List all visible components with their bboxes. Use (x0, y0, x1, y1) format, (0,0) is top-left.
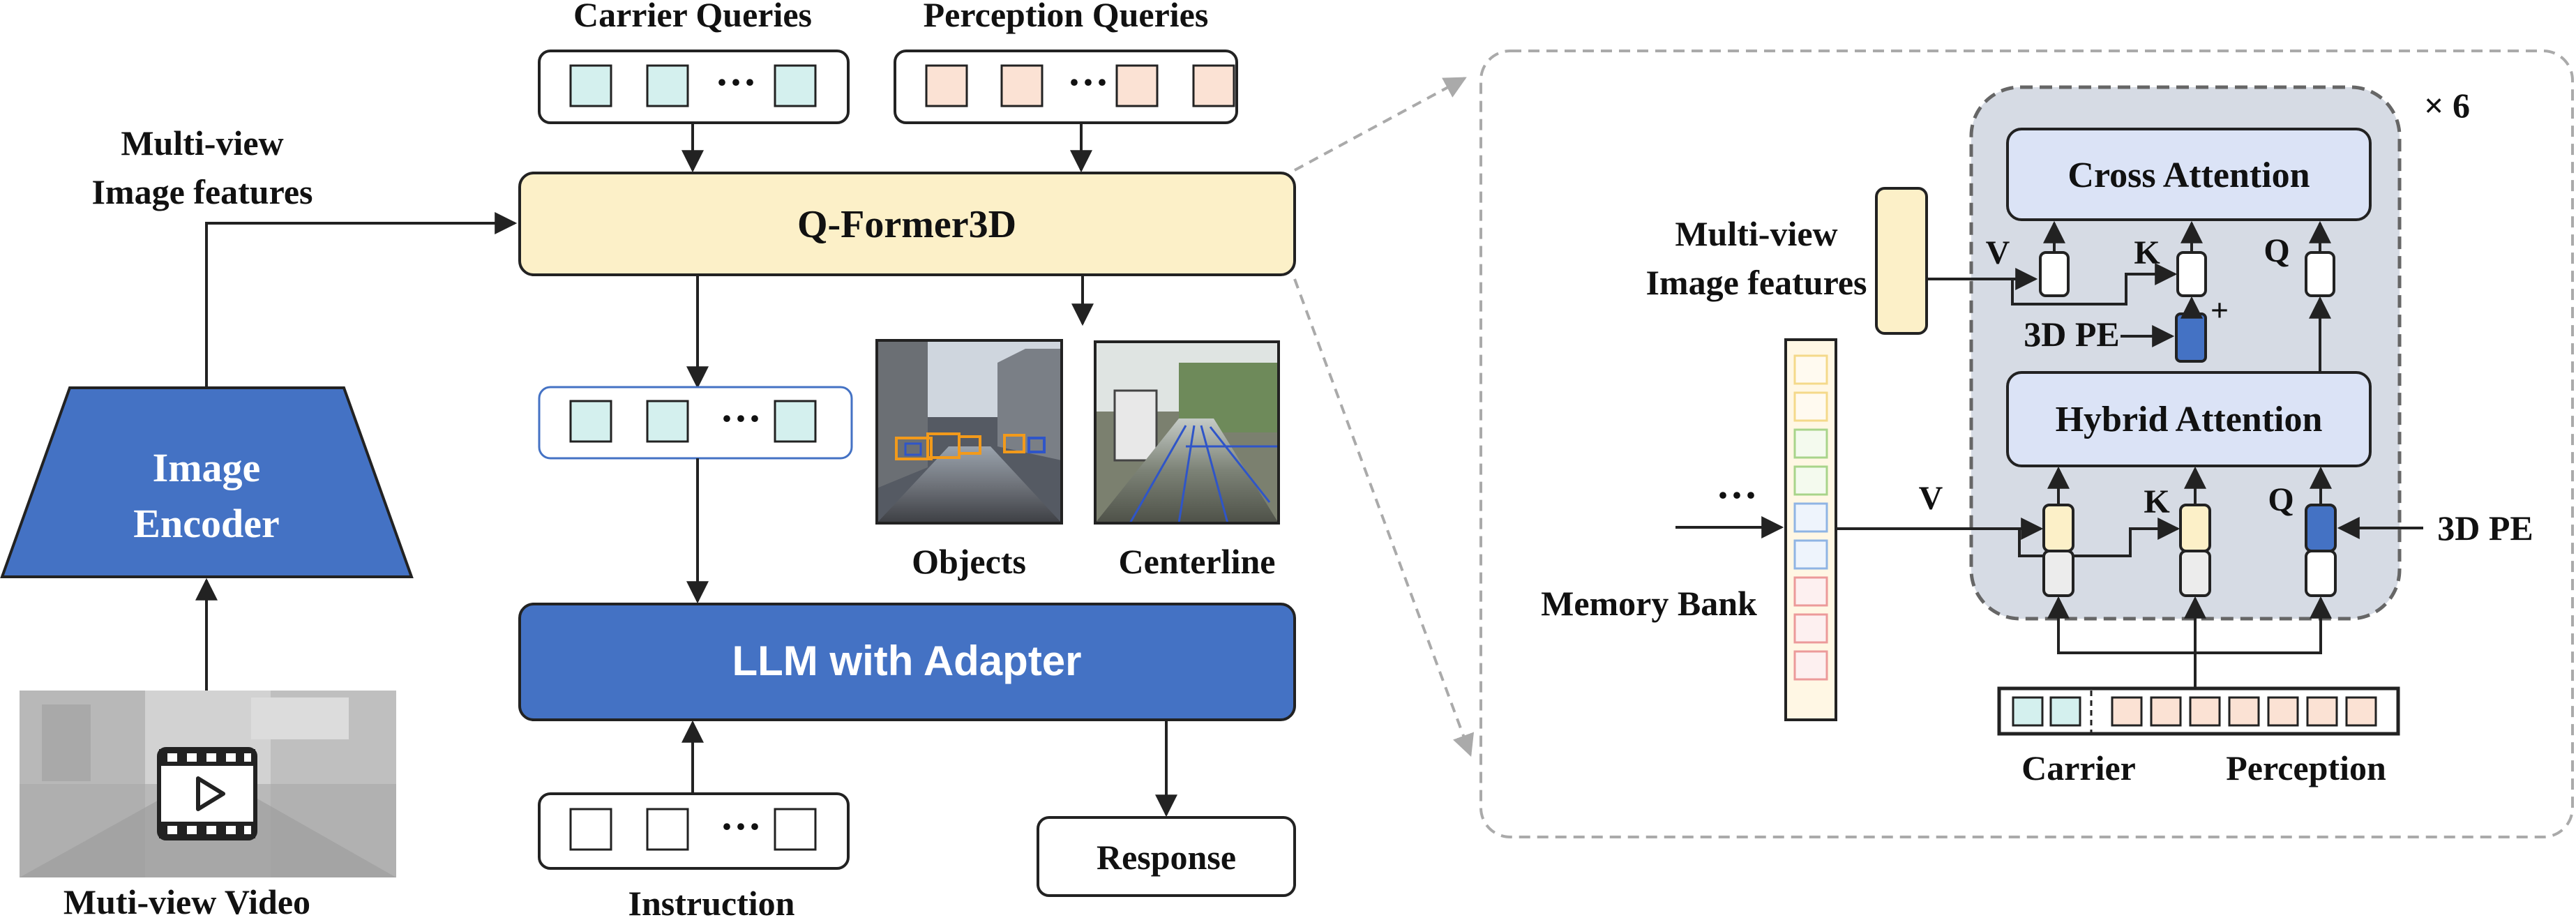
carrier-query-token (774, 64, 817, 107)
carrier-query-token (569, 400, 612, 443)
instruction-token (774, 808, 817, 851)
key-token (2176, 251, 2207, 297)
ellipsis: ··· (715, 59, 757, 105)
perception-query-token (2267, 696, 2299, 727)
image-features-token (1875, 187, 1928, 335)
perception-query-token (925, 64, 968, 107)
arrow (2018, 518, 2180, 557)
repeat-label: × 6 (2424, 86, 2470, 125)
centerline-image (1094, 340, 1280, 525)
query-token (2305, 251, 2335, 297)
arrow (2047, 596, 2195, 654)
multiview-video-thumbnail (20, 691, 396, 877)
perception-query-token (2306, 696, 2338, 727)
carrier-query-token (2049, 696, 2081, 727)
zoom-line (1293, 278, 1475, 757)
perception-label: Perception (2226, 748, 2386, 787)
carrier-query-token (569, 64, 612, 107)
image-encoder-block (0, 386, 414, 578)
image-encoder-label: Image (153, 445, 261, 490)
objects-image (875, 339, 1063, 525)
value-label: V (1986, 234, 2010, 271)
carrier-query-token (2012, 696, 2044, 727)
arrow (2011, 263, 2178, 306)
pe-label: 3D PE (2437, 508, 2533, 548)
llm-adapter-block (518, 603, 1296, 721)
hybrid-attention-label: Hybrid Attention (2056, 400, 2323, 439)
pe-token (2175, 312, 2207, 363)
memory-value-token (2042, 504, 2074, 552)
carrier-query-token (774, 400, 817, 443)
response-label: Response (1097, 838, 1236, 877)
output-queries-box (538, 386, 853, 460)
carrier-query-token (646, 64, 689, 107)
ellipsis: ··· (720, 395, 762, 442)
multiview-features-label: Multi-view (1675, 214, 1837, 253)
zoom-line (1294, 77, 1467, 172)
pe-token (2305, 504, 2337, 552)
video-label: Muti-view Video (63, 882, 310, 920)
plus-sign: + (2210, 292, 2229, 328)
memory-bank-label: Memory Bank (1541, 584, 1757, 623)
perception-queries-label: Perception Queries (924, 0, 1209, 34)
carrier-queries-label: Carrier Queries (573, 0, 812, 34)
perception-query-token (1115, 64, 1159, 107)
centerline-label: Centerline (1119, 542, 1276, 581)
instruction-token (646, 808, 689, 851)
perception-query-token (2150, 696, 2182, 727)
multiview-features-label: Image features (91, 172, 312, 211)
key-label: K (2134, 234, 2160, 271)
perception-query-token (2345, 696, 2377, 727)
ellipsis: ··· (1067, 59, 1109, 105)
value-token (2039, 251, 2070, 297)
llm-adapter-label: LLM with Adapter (732, 638, 1081, 684)
perception-query-token (1192, 64, 1235, 107)
carrier-label: Carrier (2021, 748, 2136, 787)
arrow (2195, 596, 2332, 654)
multiview-features-label: Image features (1645, 263, 1867, 302)
query-value-token (2042, 550, 2074, 597)
value-label: V (1919, 480, 1943, 517)
ellipsis: ··· (1716, 472, 1758, 518)
video-icon (157, 747, 257, 840)
objects-label: Objects (912, 542, 1026, 581)
cross-attention-label: Cross Attention (2067, 156, 2310, 195)
arrow (205, 212, 518, 388)
instruction-label: Instruction (628, 884, 795, 920)
key-label: K (2144, 483, 2169, 520)
hybrid-attention-block (2006, 371, 2372, 467)
perception-query-token (2111, 696, 2143, 727)
instruction-box (538, 792, 850, 870)
qformer3d-block (518, 172, 1296, 276)
perception-query-token (1000, 64, 1044, 107)
instruction-token (569, 808, 612, 851)
query-key-token (2179, 550, 2211, 597)
query-label: Q (2268, 481, 2293, 518)
query-label: Q (2264, 232, 2289, 269)
multiview-features-label: Multi-view (121, 123, 283, 163)
carrier-query-token (646, 400, 689, 443)
memory-bank-slots (1793, 354, 1828, 681)
memory-key-token (2179, 504, 2211, 552)
response-box (1037, 816, 1296, 897)
cross-attention-block (2006, 128, 2372, 221)
image-encoder-label: Encoder (133, 501, 279, 546)
query-token (2305, 550, 2337, 597)
perception-query-token (2189, 696, 2221, 727)
perception-query-token (2228, 696, 2260, 727)
qformer3d-label: Q-Former3D (797, 203, 1016, 246)
pe-label: 3D PE (2024, 315, 2120, 354)
ellipsis: ··· (720, 804, 762, 850)
